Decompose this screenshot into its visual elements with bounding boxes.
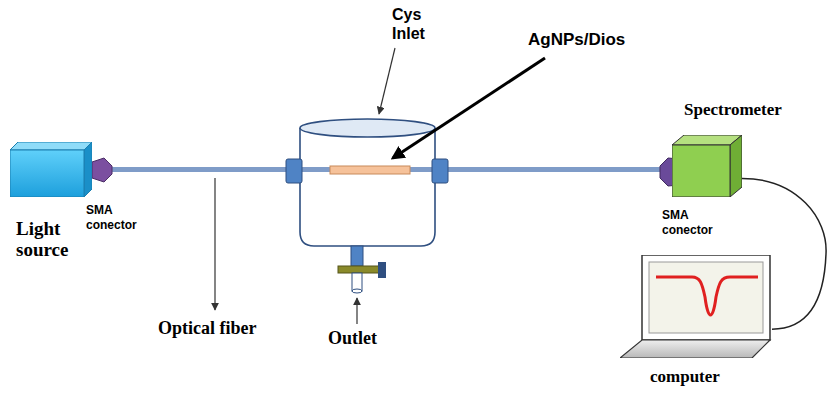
node-shape [620, 255, 772, 358]
flow-arrow [356, 298, 357, 324]
box-front [10, 150, 84, 197]
cube-side [730, 135, 742, 197]
cube-front [672, 145, 730, 197]
leader-arrow [393, 58, 545, 158]
outlet-pipe [352, 273, 362, 291]
flow-cell [300, 128, 435, 246]
connector-label: SMA conector [86, 203, 148, 233]
box-side [84, 142, 92, 197]
fiber-flange [286, 159, 302, 183]
spectrum-curve [656, 277, 758, 315]
node-shape [10, 142, 92, 197]
valve-knob [378, 262, 386, 278]
cell-top [300, 119, 435, 137]
light-source-box: Light source [10, 142, 92, 197]
outlet-opening [352, 289, 362, 293]
fiber-flange [432, 159, 448, 183]
box-top [10, 142, 92, 150]
sensing-film [330, 166, 410, 174]
node-shape [672, 135, 742, 197]
inlet-label: Cys Inlet [392, 5, 447, 43]
spectrometer-box: Spectrometer [672, 135, 742, 197]
sma-connector [92, 158, 112, 182]
laptop-base [620, 340, 770, 358]
connector-label: SMA conector [662, 208, 724, 238]
outlet-stem [351, 246, 363, 266]
fiber-label: Optical fiber [158, 318, 256, 339]
laptop-screen [642, 255, 770, 340]
outlet-label: Outlet [328, 328, 377, 349]
node-label: Light source [16, 218, 80, 260]
node-label: computer [650, 367, 720, 387]
leader-line [214, 178, 215, 310]
computer-laptop: computer [620, 255, 772, 358]
screen-area [649, 262, 763, 333]
node-label: Spectrometer [684, 100, 782, 120]
valve-handle [338, 266, 380, 273]
part-label: AgNPs/Dios [528, 30, 625, 50]
leader-line [379, 48, 395, 114]
